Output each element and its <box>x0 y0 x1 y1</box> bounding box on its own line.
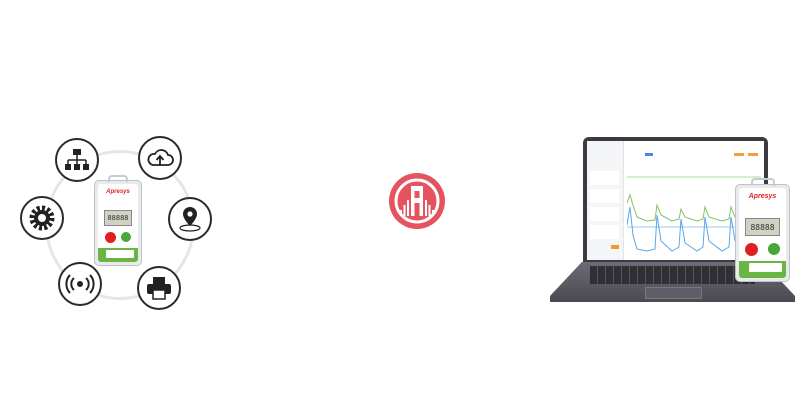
cloud-upload-icon <box>138 136 182 180</box>
gear-icon <box>20 196 64 240</box>
keyboard <box>590 266 755 284</box>
dashboard-window <box>587 141 764 260</box>
data-logger-device: Apresys 88888 <box>94 175 142 266</box>
dashboard-sidebar <box>587 141 624 260</box>
start-stop-button <box>105 232 116 243</box>
mark-button <box>121 232 131 242</box>
device-hanger <box>751 178 775 186</box>
laptop-keyboard-base <box>550 262 795 302</box>
data-logger-device-large: Apresys 88888 <box>735 178 790 282</box>
device-label-strip <box>98 248 138 262</box>
wireless-signal-icon <box>58 262 102 306</box>
device-lcd: 88888 <box>104 210 132 226</box>
mark-button <box>768 243 780 255</box>
device-label-strip <box>739 261 786 278</box>
network-hierarchy-icon <box>55 138 99 182</box>
trackpad <box>645 287 702 299</box>
brand-logo <box>389 173 445 229</box>
location-pin-icon <box>168 197 212 241</box>
device-brand: Apresys <box>748 193 777 200</box>
start-stop-button <box>745 243 758 256</box>
device-lcd: 88888 <box>745 218 780 236</box>
device-brand: Apresys <box>106 189 130 195</box>
printer-icon <box>137 266 181 310</box>
sidebar-orange-button <box>611 245 619 249</box>
device-hanger <box>108 175 128 182</box>
